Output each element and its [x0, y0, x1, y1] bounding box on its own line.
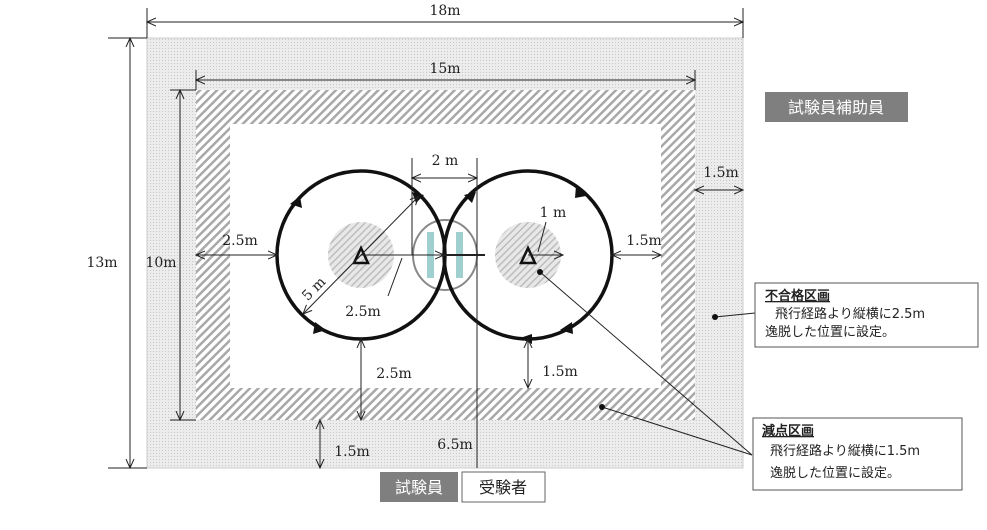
deduction-zone-pointer-dot — [537, 269, 543, 275]
fail-zone-line2: 逸脱した位置に設定。 — [765, 324, 895, 340]
deduction-zone-line1: 飛行経路より縦横に1.5m — [770, 443, 920, 459]
dim-right-margin: 1.5m — [626, 233, 662, 249]
dim-15m: 15m — [429, 61, 460, 77]
deduction-zone-callout: 減点区画 飛行経路より縦横に1.5m 逸脱した位置に設定。 — [752, 417, 963, 491]
dim-left-margin: 2.5m — [222, 233, 258, 249]
deduction-zone-line2: 逸脱した位置に設定。 — [770, 465, 900, 481]
dim-bottom-outer-margin: 1.5m — [334, 444, 370, 460]
deduction-zone-pointer-dot — [599, 404, 605, 410]
dim-18m: 18m — [429, 3, 460, 19]
fail-zone-callout: 不合格区画 飛行経路より縦横に2.5m 逸脱した位置に設定。 — [754, 282, 979, 348]
dim-10m: 10m — [145, 255, 176, 271]
dim-right-outer-margin: 1.5m — [703, 165, 739, 181]
assistant-examiner-label: 試験員補助員 — [788, 98, 884, 117]
dim-2m: 2 m — [432, 153, 459, 169]
examinee-label: 受験者 — [479, 478, 527, 497]
dimension-lines — [108, 8, 756, 468]
deduction-zone-title: 減点区画 — [762, 423, 814, 439]
fail-zone-line1: 飛行経路より縦横に2.5m — [775, 306, 925, 322]
dim-examinee-distance: 6.5m — [437, 437, 473, 453]
examiner-label: 試験員 — [395, 478, 443, 497]
dim-13m: 13m — [86, 255, 117, 271]
dim-bottom-right-margin: 1.5m — [542, 364, 578, 380]
dim-bottom-left-margin: 2.5m — [376, 366, 412, 382]
fail-zone-title: 不合格区画 — [765, 288, 830, 304]
dim-target-radius: 1 m — [540, 205, 567, 221]
dim-radius: 2.5m — [345, 304, 381, 320]
fail-zone-pointer-dot — [712, 314, 718, 320]
